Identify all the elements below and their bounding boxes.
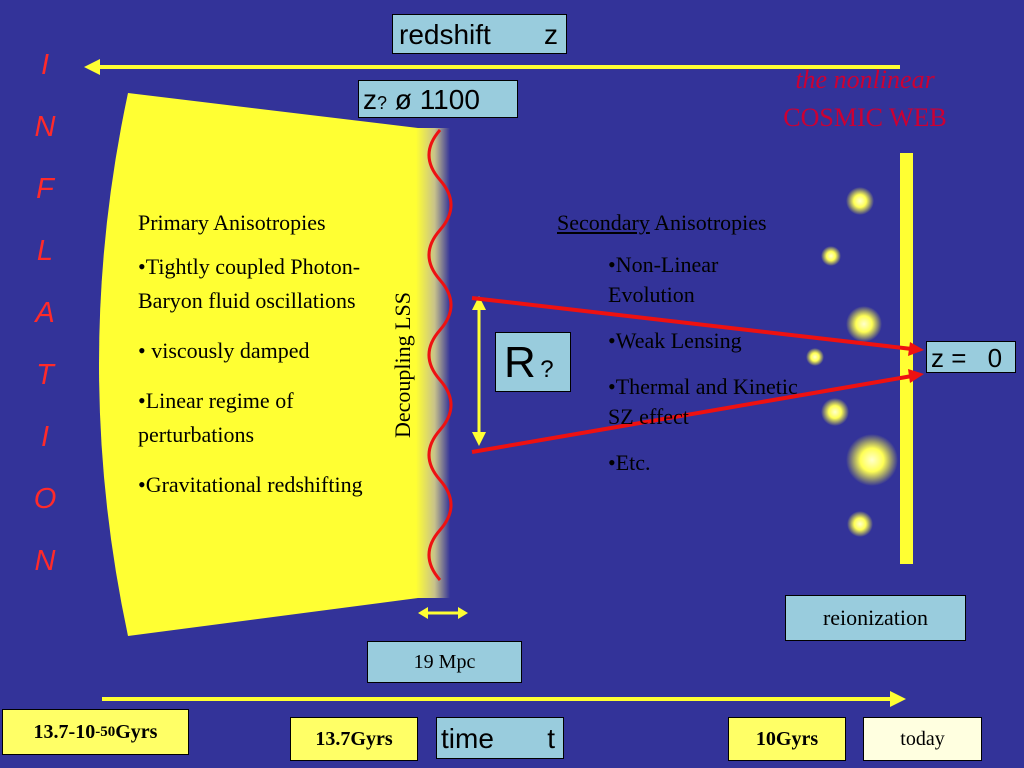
lss-wave xyxy=(427,129,453,581)
today-label: today xyxy=(900,727,945,750)
inflation-letter: L xyxy=(36,235,54,267)
ray-upper xyxy=(471,296,913,351)
cosmic-web-label: the nonlinear COSMIC WEB xyxy=(740,64,990,134)
primary-item: •Tightly coupled Photon-Baryon fluid osc… xyxy=(138,254,361,313)
approx-symbol: ø xyxy=(394,84,412,115)
inflation-letter: I xyxy=(40,49,50,81)
ray-lower xyxy=(471,374,913,454)
secondary-item: •Etc. xyxy=(608,450,651,475)
reionization-box: reionization xyxy=(785,595,966,641)
primary-item: •Gravitational redshifting xyxy=(138,472,363,497)
redshift-box: redshift z xyxy=(392,14,567,54)
mpc-label: 19 Mpc xyxy=(413,651,476,673)
inflation-letter: F xyxy=(36,173,54,205)
redshift-symbol: z xyxy=(544,19,558,50)
cosmic-web-line: COSMIC WEB xyxy=(783,103,947,132)
r-sub: ? xyxy=(540,356,554,383)
z-zero-symbol: z xyxy=(931,343,944,373)
last-scattering-band xyxy=(416,128,450,598)
primary-item: •Linear regime of perturbations xyxy=(138,388,294,447)
decoupling-lss-label: Decoupling LSS xyxy=(390,291,415,439)
primary-item: • viscously damped xyxy=(138,338,310,363)
early-time-exponent: -50 xyxy=(95,723,116,740)
inflation-letter: A xyxy=(35,297,55,329)
age-label: 13.7Gyrs xyxy=(315,727,393,750)
secondary-item: •Non-Linear Evolution xyxy=(608,252,719,307)
inflation-letter: N xyxy=(34,111,56,143)
secondary-anisotropies: Secondary Anisotropies •Non-Linear Evolu… xyxy=(557,206,847,494)
secondary-title-underlined: Secondary xyxy=(557,210,650,235)
secondary-item: •Weak Lensing xyxy=(608,328,742,353)
z-zero-box: z = 0 xyxy=(926,341,1016,373)
secondary-item: •Thermal and Kinetic SZ effect xyxy=(608,374,798,429)
ten-gyrs-box: 10Gyrs xyxy=(728,717,846,761)
inflation-letter: O xyxy=(33,483,57,515)
inflation-letter: N xyxy=(34,545,56,577)
primary-title: Primary Anisotropies xyxy=(138,210,326,235)
early-time-unit: Gyrs xyxy=(115,720,158,743)
time-symbol: t xyxy=(547,723,555,754)
ten-gyrs-label: 10Gyrs xyxy=(755,727,819,750)
nonlinear-line: the nonlinear xyxy=(795,65,935,94)
age-box: 13.7Gyrs xyxy=(290,717,418,761)
inflation-label: I N F L A T I O N xyxy=(28,34,62,592)
redshift-label: redshift xyxy=(399,19,491,50)
early-time-value: 13.7-10 xyxy=(33,720,96,743)
r-box: R ? xyxy=(495,332,571,392)
decoupling-redshift-box: z? ø 1100 xyxy=(358,80,518,118)
inflation-letter: T xyxy=(36,359,54,391)
inflation-letter: I xyxy=(40,421,50,453)
secondary-title-rest: Anisotropies xyxy=(649,210,767,235)
primary-anisotropies: Primary Anisotropies •Tightly coupled Ph… xyxy=(138,206,388,518)
z-zero-eq: = xyxy=(951,343,967,373)
z-sub: ? xyxy=(377,93,388,113)
mpc-box: 19 Mpc xyxy=(367,641,522,683)
r-symbol: R xyxy=(504,338,536,387)
today-box: today xyxy=(863,717,982,761)
today-bar xyxy=(900,153,913,564)
time-box: time t xyxy=(436,717,564,759)
galaxy-glows xyxy=(806,187,898,537)
z-value: 1100 xyxy=(419,84,480,115)
secondary-title: Secondary Anisotropies xyxy=(557,206,847,240)
z-symbol: z xyxy=(363,84,377,115)
redshift-arrowhead xyxy=(84,59,100,75)
time-label: time xyxy=(441,723,494,754)
reionization-label: reionization xyxy=(822,605,929,630)
time-arrowhead xyxy=(890,691,906,707)
early-universe-region xyxy=(99,93,418,636)
z-zero-value: 0 xyxy=(987,343,1003,373)
